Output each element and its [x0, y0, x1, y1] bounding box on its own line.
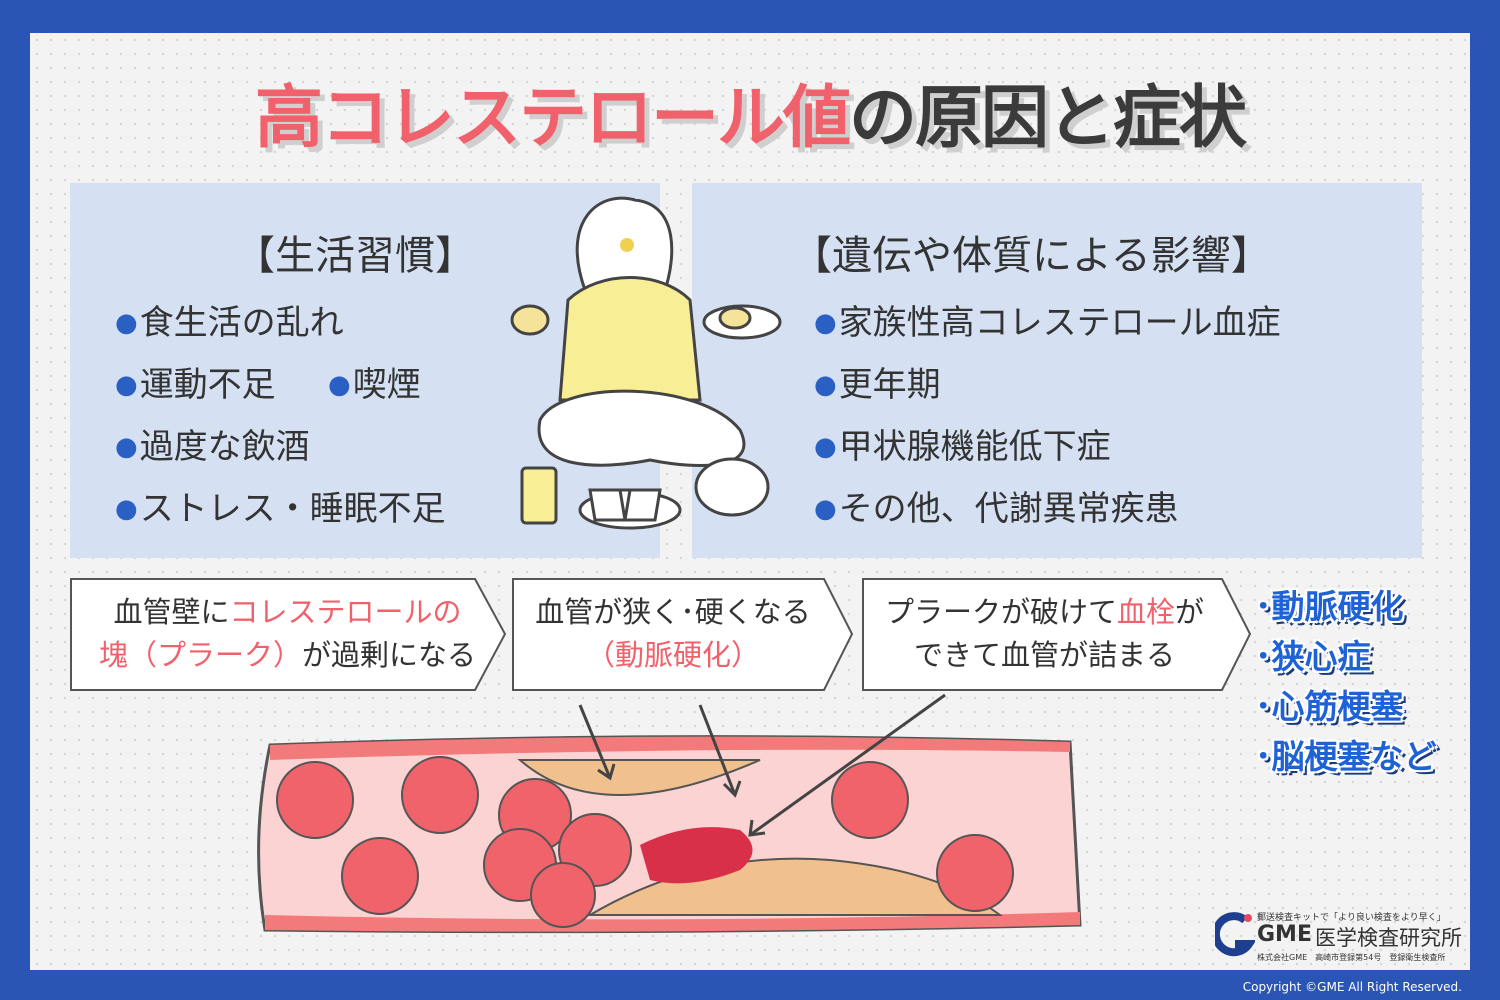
page-title: 高コレステロール値の原因と症状: [0, 62, 1500, 161]
blood-clot: [640, 827, 753, 884]
lifestyle-item: 喫煙: [328, 357, 421, 406]
disease-item: ･脳梗塞など: [1255, 737, 1437, 776]
logo-tagline: 郵送検査キットで「より良い検査をより早く」: [1257, 913, 1446, 923]
gme-logo: 郵送検査キットで「より良い検査をより早く」 GME 医学検査研究所 株式会社GM…: [1215, 908, 1465, 966]
genetic-panel: 【遺伝や体質による影響】 家族性高コレステロール血症 更年期 甲状腺機能低下症 …: [692, 183, 1422, 558]
step-text-highlight: 塊（プラーク）: [98, 638, 302, 672]
genetic-item: 更年期: [814, 357, 941, 406]
step-text-highlight: 血栓: [1116, 595, 1175, 629]
genetic-item: 家族性高コレステロール血症: [814, 295, 1281, 344]
plaque-top: [517, 759, 761, 796]
genetic-item: 甲状腺機能低下症: [814, 419, 1111, 468]
copyright: Copyright ©GME All Right Reserved.: [1242, 980, 1462, 994]
step-text-highlight: コレステロールの: [229, 595, 462, 629]
red-blood-cells: [276, 756, 1014, 928]
disease-item: ･動脈硬化: [1255, 587, 1404, 626]
step-text: 血管が狭く･硬くなる: [535, 595, 811, 629]
step-text: プラークが破けて: [884, 595, 1117, 629]
disease-item: ･心筋梗塞: [1255, 687, 1404, 726]
lifestyle-item: 運動不足: [115, 357, 276, 406]
lifestyle-item: ストレス・睡眠不足: [115, 481, 446, 530]
step-text: 血管壁に: [113, 595, 230, 629]
step-text: できて血管が詰まる: [913, 638, 1175, 672]
step-text: が: [1175, 595, 1205, 629]
logo-g-icon: [1215, 912, 1255, 957]
title-rest: の原因と症状: [849, 79, 1247, 158]
logo-subtext: 株式会社GME 高崎市登録第54号 登録衛生検査所: [1257, 953, 1446, 962]
genetic-heading: 【遺伝や体質による影響】: [792, 233, 1271, 279]
logo-brand: GME: [1257, 922, 1312, 947]
step-text: が過剰になる: [302, 638, 477, 672]
step-1-callout: 血管壁にコレステロールの 塊（プラーク）が過剰になる: [70, 578, 507, 691]
genetic-item: その他、代謝異常疾患: [814, 481, 1179, 530]
lifestyle-item: 食生活の乱れ: [115, 295, 344, 344]
disease-item: ･狭心症: [1255, 637, 1371, 676]
title-highlight: 高コレステロール値: [254, 79, 851, 158]
lifestyle-heading: 【生活習慣】: [235, 233, 475, 279]
step-3-callout: プラークが破けて血栓が できて血管が詰まる: [862, 578, 1252, 691]
logo-name: 医学検査研究所: [1315, 926, 1462, 950]
step-2-callout: 血管が狭く･硬くなる （動脈硬化）: [512, 578, 854, 691]
lifestyle-item: 過度な飲酒: [115, 419, 310, 468]
step-text-highlight: （動脈硬化）: [585, 638, 760, 672]
